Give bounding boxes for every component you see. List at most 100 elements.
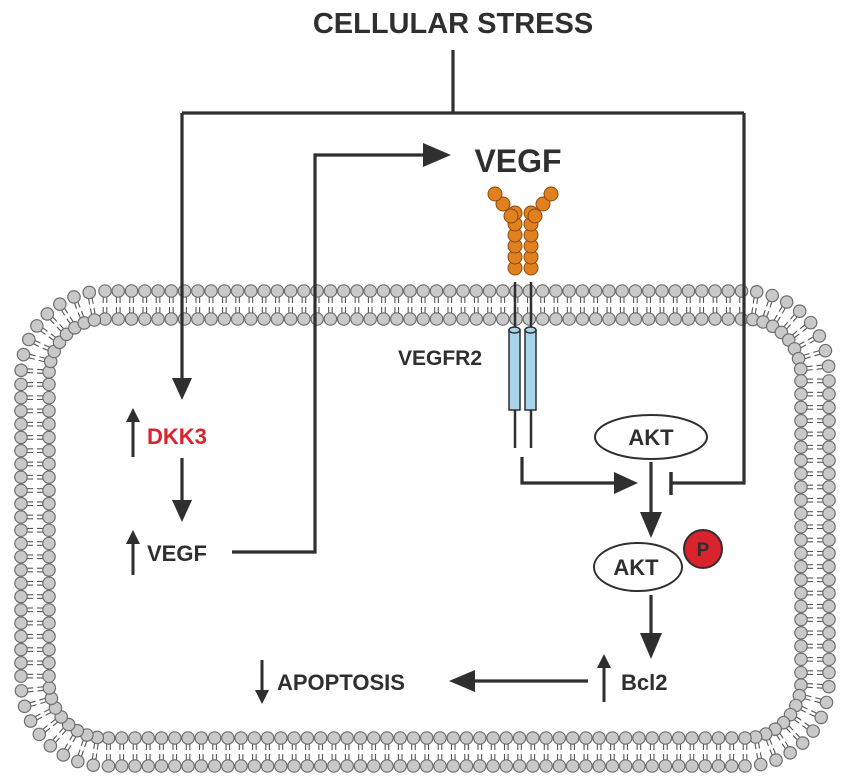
lipid-head <box>270 284 285 298</box>
lipid-head <box>42 377 56 392</box>
lipid-head <box>818 343 833 358</box>
lipid-head <box>350 284 364 298</box>
receptor-chain-left <box>508 329 521 411</box>
lipid-head <box>641 284 656 298</box>
lipid-head <box>23 714 38 728</box>
lipid-head <box>549 312 563 326</box>
lipid-head <box>794 626 808 640</box>
lipid-head <box>257 312 271 326</box>
lipid-head <box>496 312 510 326</box>
lipid-head <box>111 312 126 326</box>
bcl2-to-apoptosis-arrow <box>449 670 588 692</box>
lipid-head <box>42 642 56 657</box>
lipid-head <box>376 284 391 298</box>
lipid-head <box>313 731 328 745</box>
lipid-head <box>14 443 28 458</box>
lipid-head <box>618 731 633 745</box>
lipid-head <box>615 284 629 298</box>
lipid-head <box>734 312 749 326</box>
lipid-head <box>794 480 808 494</box>
lipid-head <box>14 417 28 431</box>
phospho-akt-node: AKT P <box>593 529 723 592</box>
lipid-head <box>668 284 683 298</box>
lipid-head <box>181 759 195 773</box>
lipid-head <box>181 731 195 745</box>
lipid-head <box>592 759 606 773</box>
lipid-head <box>403 312 417 326</box>
lipid-head <box>194 759 209 773</box>
lipid-head <box>562 284 576 298</box>
lipid-head <box>14 642 28 657</box>
lipid-head <box>783 746 797 760</box>
lipid-head <box>204 312 218 326</box>
lipid-head <box>711 759 726 773</box>
lipid-head <box>40 307 55 321</box>
lipid-head <box>822 533 836 547</box>
lipid-head <box>393 759 408 773</box>
lipid-head <box>512 731 527 745</box>
lipid-head <box>814 710 828 725</box>
lipid-head <box>822 546 836 561</box>
lipid-head <box>806 724 820 738</box>
lipid-head <box>42 629 56 644</box>
vegfr2-label: VEGFR2 <box>398 347 482 370</box>
lipid-head <box>247 759 262 773</box>
lipid-head <box>393 731 408 745</box>
lipid-head <box>822 599 836 614</box>
lipid-head <box>794 374 808 388</box>
lipid-head <box>327 731 341 745</box>
intracellular-vegf-label: VEGF <box>147 541 207 566</box>
lipid-head <box>822 480 836 494</box>
lipid-head <box>14 589 28 604</box>
bcl2-label: Bcl2 <box>621 670 667 695</box>
lipid-head <box>794 559 808 574</box>
lipid-head <box>446 759 461 773</box>
lipid-head <box>552 759 567 773</box>
lipid-head <box>14 603 28 617</box>
phosphate-badge <box>683 529 723 569</box>
akt-phosphorylation-arrow <box>640 462 662 538</box>
lipid-head <box>472 731 487 745</box>
lipid-head <box>822 586 836 600</box>
lipid-head <box>128 759 142 773</box>
lipid-head <box>685 731 699 745</box>
lipid-head <box>230 312 245 326</box>
lipid-head <box>429 284 444 298</box>
lipid-head <box>14 496 28 511</box>
lipid-head <box>734 284 749 298</box>
lipid-head <box>30 319 44 333</box>
lipid-head <box>433 759 447 773</box>
lipid-head <box>698 731 713 745</box>
lipid-head <box>350 312 364 326</box>
lipid-head <box>794 413 808 428</box>
lipid-head <box>124 312 139 326</box>
apoptosis-label: APOPTOSIS <box>277 670 405 695</box>
lipid-head <box>42 404 56 418</box>
lipid-head <box>822 572 836 587</box>
lipid-head <box>270 312 285 326</box>
lipid-head <box>602 312 616 326</box>
lipid-head <box>111 284 126 298</box>
lipid-head <box>300 731 315 745</box>
lipid-head <box>177 312 192 326</box>
lipid-head <box>721 312 736 326</box>
lipid-head <box>822 387 836 401</box>
lipid-head <box>244 312 258 326</box>
lipid-head <box>821 359 836 374</box>
lipid-head <box>628 284 643 298</box>
lipid-head <box>137 312 152 326</box>
lipid-head <box>526 759 540 773</box>
lipid-head <box>822 413 836 428</box>
lipid-head <box>82 285 97 300</box>
lipid-head <box>191 312 205 326</box>
lipid-head <box>588 284 603 298</box>
lipid-head <box>812 329 827 343</box>
lipid-head <box>230 284 245 298</box>
lipid-head <box>42 589 56 604</box>
lipid-head <box>42 470 56 484</box>
lipid-head <box>14 404 28 418</box>
lipid-head <box>42 669 56 683</box>
lipid-head <box>300 759 315 773</box>
up-arrow-icon <box>126 530 140 575</box>
lipid-head <box>16 347 31 362</box>
